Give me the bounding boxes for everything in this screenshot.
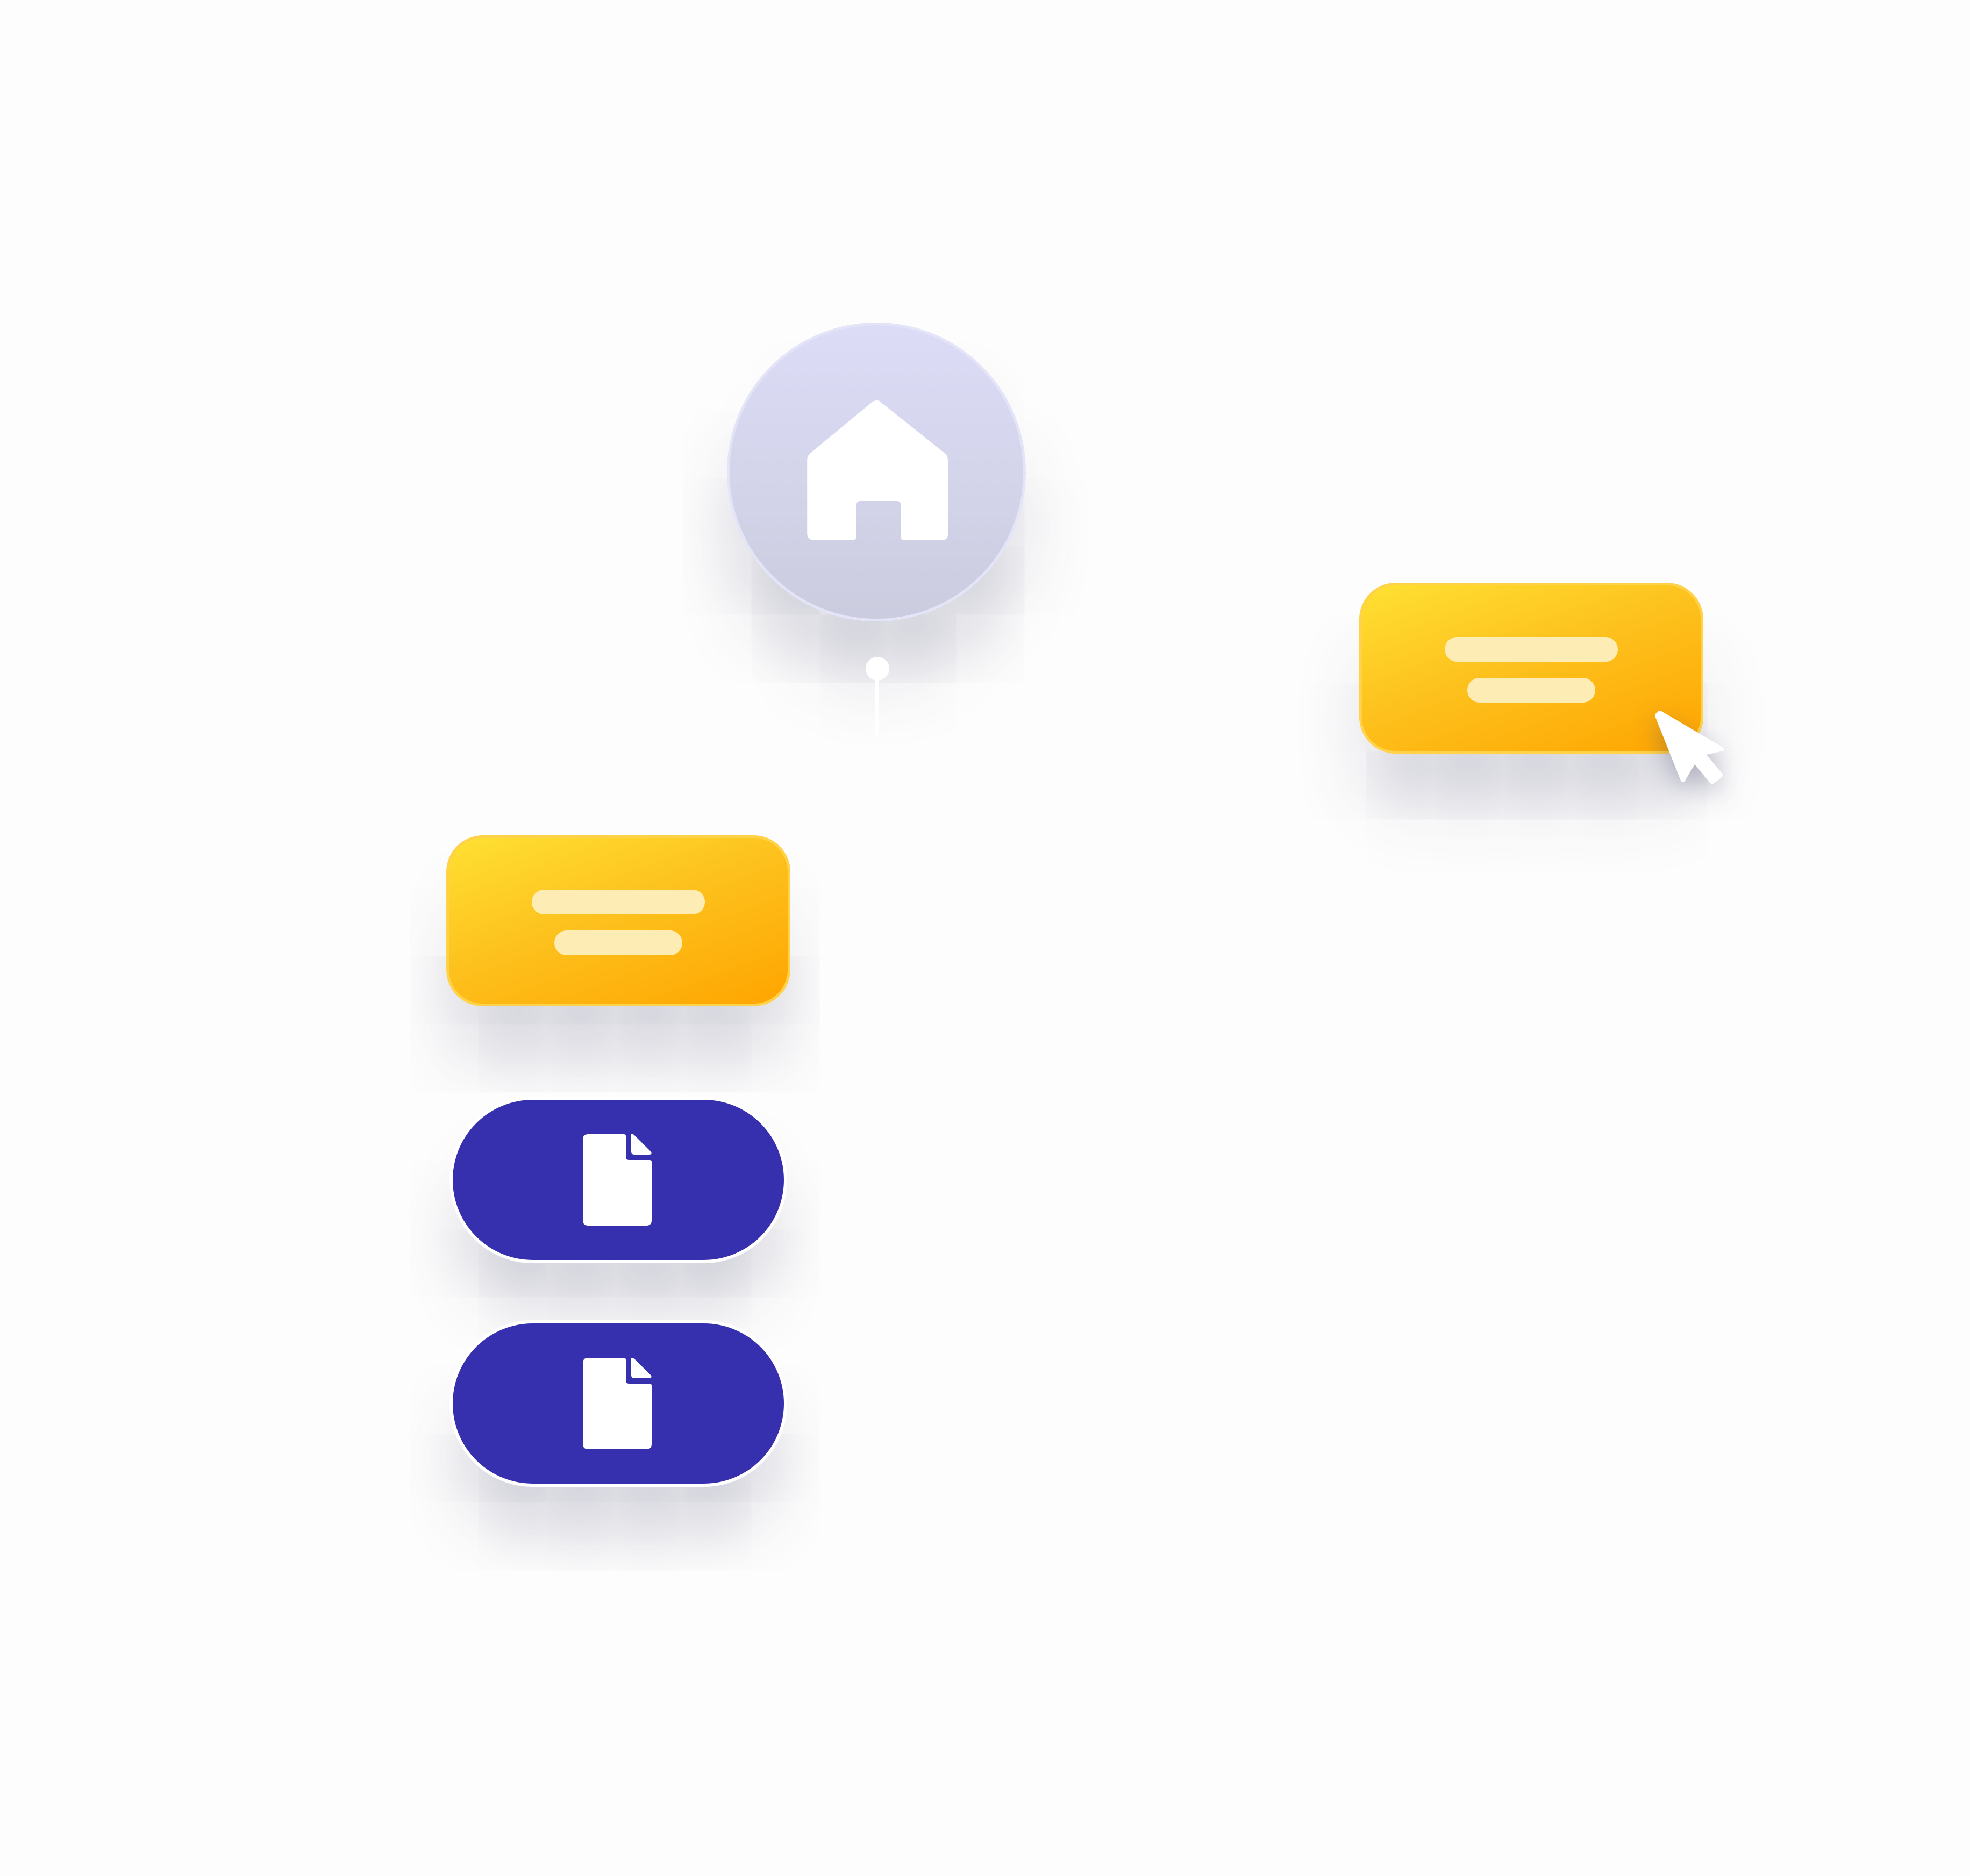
house-icon — [807, 400, 948, 540]
document-pill[interactable] — [449, 1097, 787, 1263]
text-line-placeholder — [1467, 678, 1595, 703]
document-icon — [583, 1358, 652, 1449]
text-card[interactable] — [446, 835, 790, 1006]
mouse-pointer-icon — [1654, 711, 1724, 784]
document-pill[interactable] — [449, 1320, 787, 1487]
text-line-placeholder — [554, 930, 682, 955]
text-line-placeholder — [532, 890, 705, 914]
document-icon — [583, 1134, 652, 1226]
text-line-placeholder — [1445, 637, 1618, 662]
home-node[interactable] — [727, 323, 1026, 621]
text-card-hovered[interactable] — [1359, 583, 1703, 754]
connector-line — [875, 675, 879, 734]
